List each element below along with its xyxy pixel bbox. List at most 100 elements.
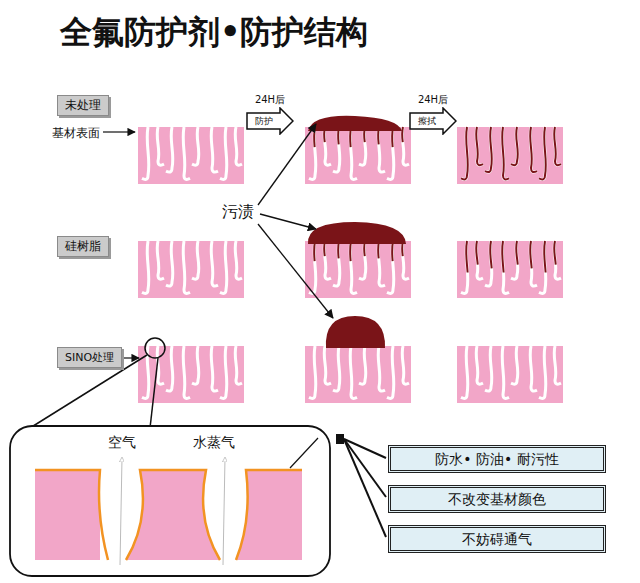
zoom-block [126,470,220,560]
capillary [378,346,385,391]
box-label: 防水• 防油• 耐污性 [397,450,597,468]
box-label: 未处理 [65,98,101,113]
capillary [324,241,331,279]
capillary [476,127,483,165]
capillary [183,346,190,398]
zoom-block [35,470,100,560]
zoom-panel [10,426,330,576]
stain [308,222,406,244]
stain-penetration [350,127,357,179]
stain-penetration [359,127,366,165]
capillary [235,127,242,165]
capillary [333,346,340,391]
bracket-line [344,439,386,537]
capillary [166,241,173,286]
stain [326,316,385,348]
stain-penetration [324,127,331,165]
substrate-block [305,346,411,403]
capillary [211,241,218,286]
stain-penetration [333,127,340,172]
capillary [309,241,316,293]
label: 基材表面 [52,124,100,142]
leader-arrow [258,124,316,205]
step-label: 擦拭 [409,107,445,135]
feature-box: 不妨碍通气 [388,525,606,553]
stain-penetration [359,241,366,279]
stain-penetration [387,127,394,179]
capillary [211,127,218,172]
capillary [324,346,331,384]
substrate [305,127,411,184]
capillary [402,346,409,384]
capillary [220,127,227,179]
coating-edge [35,470,108,560]
substrate-blocks [138,127,563,403]
capillary [485,127,492,172]
stain-penetration [554,127,561,165]
leader-arrow [260,214,316,229]
substrate [457,127,563,184]
vapor-arrow [223,458,225,565]
capillary [502,346,509,398]
substrate-block [457,346,563,403]
capillary [485,346,492,391]
capillary [539,241,546,293]
capillary [166,127,173,172]
substrate [457,346,563,403]
box-label: 硅树脂 [65,239,101,254]
time-label: 24H后 [409,93,457,107]
capillary [461,127,468,179]
capillary [157,346,164,384]
capillary [142,127,149,179]
capillary [402,241,409,279]
stain-penetration [402,127,409,165]
capillary [142,241,149,293]
pointer-arrow [123,357,139,358]
flow-channel [120,458,122,565]
coating-edge [126,470,220,560]
capillary [324,127,331,165]
capillary [511,241,518,279]
capillary [387,241,394,293]
stain-penetration [539,127,546,179]
capillary [511,127,518,165]
substrate [305,346,411,403]
magnifier-circle [145,338,165,358]
capillary [476,346,483,384]
capillary [530,241,537,286]
capillary [378,241,385,286]
capillary [350,346,357,398]
stain-penetration [539,241,546,293]
box-label: 不妨碍通气 [397,530,597,548]
capillary [378,127,385,172]
substrate-block [305,127,411,184]
capillary [476,241,483,279]
stain-penetration [461,241,468,293]
stain-penetration [502,127,509,179]
capillary [554,127,561,165]
substrate-block [138,241,244,298]
capillary [530,346,537,391]
coating-edge [236,470,302,560]
capillary [402,127,409,165]
stain-penetration [387,241,394,293]
substrate-block [457,127,563,184]
substrate-block [138,127,244,184]
capillary [333,241,340,286]
zoom-block [236,470,302,560]
capillary [539,346,546,398]
time-label: 24H后 [246,93,294,107]
feature-box: 防水• 防油• 耐污性 [388,445,606,473]
stain-penetration [485,127,492,172]
capillary [359,127,366,165]
substrate [457,241,563,298]
stain [308,116,402,131]
capillary [530,127,537,172]
capillary [359,346,366,384]
stain-penetration [511,241,518,279]
coating-leader [290,438,318,468]
stain-penetration [309,241,316,293]
capillary [502,241,509,293]
row-label-box: SINO处理 [57,347,122,368]
capillary [157,127,164,165]
